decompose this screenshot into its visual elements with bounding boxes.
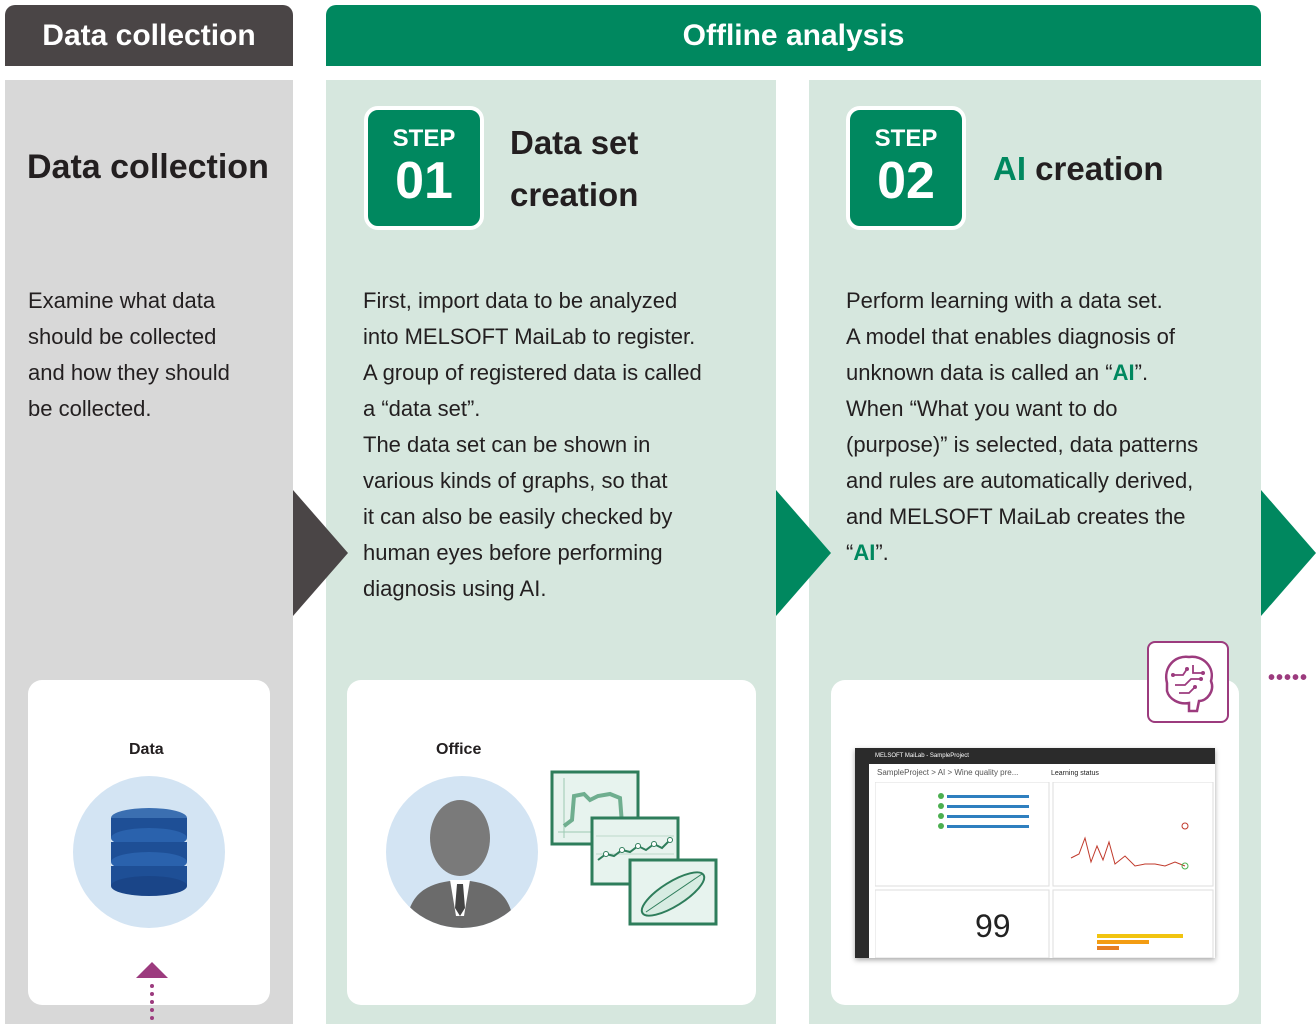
step-02-badge: STEP 02: [846, 106, 966, 230]
step-02-title: AI creation: [993, 150, 1164, 187]
collection-title: Data collection: [27, 148, 269, 186]
office-card-label: Office: [436, 741, 482, 758]
step-01-badge: STEP 01: [364, 106, 484, 230]
ai-brain-icon: [1164, 655, 1214, 713]
data-card-label: Data: [129, 741, 164, 758]
screenshot-breadcrumb: SampleProject > AI > Wine quality pre...: [877, 768, 1019, 777]
step-01-title: Data set creation: [510, 124, 639, 213]
screenshot-sidebar: [855, 764, 869, 958]
mailab-screenshot: MELSOFT MaiLab - SampleProject SamplePro…: [855, 748, 1215, 958]
graphs-icon: [550, 770, 718, 926]
collection-description: Examine what data should be collected an…: [28, 288, 230, 421]
upload-arrow-icon: [136, 962, 168, 1020]
arrow-right-icon: [1261, 490, 1316, 616]
header-offline-analysis: Offline analysis: [326, 5, 1261, 66]
person-icon: [386, 776, 538, 928]
arrow-right-icon: [776, 490, 831, 616]
arrow-right-icon: [293, 490, 348, 616]
screenshot-content: [875, 782, 1214, 958]
step-02-description: Perform learning with a data set. A mode…: [846, 288, 1199, 565]
dotted-connector: •••••: [1268, 667, 1309, 689]
ai-brain-badge: [1147, 641, 1229, 723]
screenshot-titlebar: MELSOFT MaiLab - SampleProject: [855, 748, 1215, 764]
screenshot-section: Learning status: [1051, 770, 1099, 777]
screenshot-score: 99: [975, 908, 1011, 944]
step-01-description: First, import data to be analyzed into M…: [363, 288, 702, 601]
database-icon: [73, 776, 225, 928]
header-data-collection: Data collection: [5, 5, 293, 66]
